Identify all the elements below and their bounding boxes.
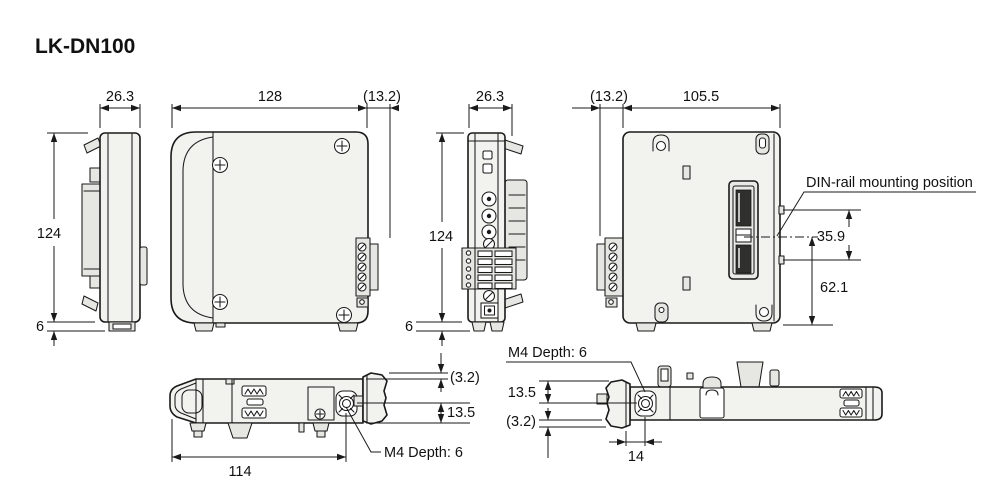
- bottom-vents: [241, 385, 267, 419]
- left-side-foot: [108, 321, 136, 332]
- dim-din-lower: 62.1: [783, 237, 848, 326]
- dim-label-top-clip-protrusion: (3.2): [506, 414, 536, 430]
- dim-rear-terminal: (13.2): [572, 89, 628, 236]
- dim-label-rear-width: 105.5: [683, 89, 719, 105]
- dim-label-front-terminal: (13.2): [363, 89, 401, 105]
- bottom-module-outline: [307, 386, 335, 421]
- left-side-body: [99, 132, 141, 323]
- dim-label-side-left-foot: 6: [36, 319, 44, 335]
- narrow-terminal-block: [461, 247, 517, 290]
- dim-label-side-left-height: 124: [37, 226, 61, 242]
- narrow-round-connectors: [481, 191, 497, 240]
- top-nub: [596, 393, 608, 405]
- narrow-leds: [482, 150, 493, 174]
- dim-label-narrow-width: 26.3: [476, 89, 504, 105]
- din-rail-position-callout: DIN-rail mounting position: [776, 175, 976, 237]
- view-left-side: 26.3 124 6: [36, 89, 148, 346]
- callout-bottom-m4: M4 Depth: 6: [345, 406, 463, 461]
- dim-label-din-upper: 35.9: [817, 229, 845, 245]
- dim-front-width: 128: [171, 89, 368, 128]
- top-pegs: [657, 361, 780, 388]
- top-m4-hole: [634, 390, 657, 417]
- dim-label-front-width: 128: [258, 89, 282, 105]
- dim-top-clip-protrusion: (3.2): [506, 408, 606, 458]
- narrow-feet: [471, 321, 505, 332]
- view-bottom: (3.2) 13.5 M4 Depth: 6 114: [169, 353, 480, 480]
- rear-terminal-block: [596, 237, 624, 308]
- view-top: M4 Depth: 6 13.5 (3.2) 14: [506, 345, 883, 465]
- top-body: [629, 386, 883, 421]
- dim-label-narrow-foot: 6: [405, 319, 413, 335]
- top-connector-stub: [699, 376, 725, 419]
- dim-side-left-width: 26.3: [99, 89, 141, 128]
- view-side-right: 26.3 124 6: [405, 89, 528, 346]
- dim-bottom-clip-protrusion: (3.2): [366, 353, 480, 392]
- dim-top-clip-height: 13.5: [508, 380, 637, 404]
- dim-label-side-left-width: 26.3: [106, 89, 134, 105]
- dim-label-bottom-length: 114: [228, 464, 251, 480]
- view-rear: (13.2) 105.5 DIN-rail mounting position …: [572, 89, 976, 332]
- narrow-square-connector: [480, 302, 499, 319]
- dim-label-top-clip-height: 13.5: [508, 385, 536, 401]
- dim-narrow-width: 26.3: [468, 89, 513, 136]
- front-body: [170, 131, 369, 324]
- bottom-feet: [189, 422, 330, 439]
- rear-din-clip-tabs: [654, 133, 770, 323]
- left-side-tab: [139, 246, 148, 286]
- dim-label-bottom-clip-protrusion: (3.2): [450, 370, 480, 386]
- bottom-body: [169, 378, 364, 424]
- dim-label-din-lower: 62.1: [820, 280, 848, 296]
- page-title: LK-DN100: [35, 35, 135, 58]
- label-top-m4: M4 Depth: 6: [508, 345, 587, 361]
- din-rail-position-label: DIN-rail mounting position: [806, 175, 973, 191]
- callout-top-m4: M4 Depth: 6: [506, 345, 646, 393]
- top-wedge-clip: [605, 379, 631, 429]
- dim-din-upper: 35.9: [783, 209, 861, 261]
- front-screws: [211, 137, 353, 324]
- dim-front-terminal: (13.2): [363, 89, 401, 238]
- front-bezel-curve: [182, 136, 214, 319]
- bottom-screw: [314, 408, 326, 420]
- dim-side-left-height: 124 6: [36, 132, 105, 346]
- dim-label-top-m4-offset: 14: [628, 449, 644, 465]
- dim-bottom-clip-height: 13.5: [357, 402, 475, 424]
- rear-vent-slot-lower: [682, 276, 691, 291]
- dim-bottom-length: 114: [171, 413, 347, 480]
- rear-feet: [635, 322, 773, 332]
- dim-label-bottom-clip-height: 13.5: [447, 405, 475, 421]
- front-feet: [193, 322, 359, 332]
- dim-label-narrow-height: 124: [429, 229, 453, 245]
- dim-label-rear-terminal: (13.2): [590, 89, 628, 105]
- dim-rear-width: 105.5: [623, 89, 781, 128]
- narrow-dsub-lines: [508, 194, 526, 261]
- rear-vent-slot-upper: [682, 165, 691, 180]
- view-front: 128 (13.2): [170, 89, 401, 332]
- top-vents: [839, 388, 863, 418]
- label-bottom-m4: M4 Depth: 6: [384, 445, 463, 461]
- dim-narrow-height: 124 6: [405, 132, 470, 346]
- left-side-connector-housing: [81, 183, 102, 277]
- rear-din-rail-slot: [728, 180, 759, 280]
- dim-top-m4-offset: 14: [609, 417, 662, 465]
- rear-screw-bosses: [652, 134, 773, 322]
- front-terminal-block: [355, 237, 379, 308]
- bottom-cap-slot: [181, 389, 203, 414]
